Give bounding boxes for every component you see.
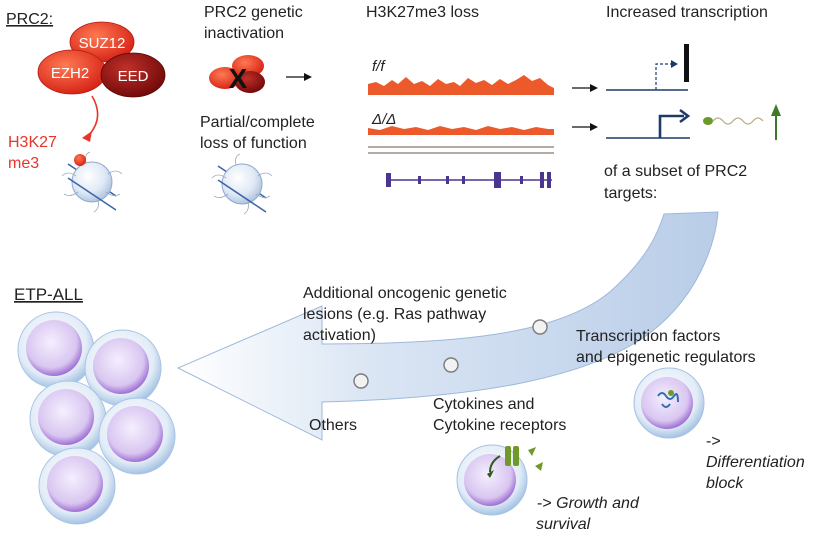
transcription-caption-1: of a subset of PRC2 bbox=[604, 163, 747, 180]
h3k27-label: H3K27 bbox=[8, 134, 57, 151]
lesions-label-3: activation) bbox=[303, 327, 376, 344]
cytokines-label-2: Cytokine receptors bbox=[433, 417, 566, 434]
arrow-to-repressed bbox=[572, 84, 598, 92]
tf-label-2: and epigenetic regulators bbox=[576, 349, 756, 366]
methylation-arrow bbox=[87, 95, 99, 137]
prc2-complex: SUZ12 EZH2 EED bbox=[37, 21, 166, 98]
progression-arrow bbox=[176, 211, 719, 441]
cytokines-label-1: Cytokines and bbox=[433, 396, 534, 413]
nucleosome-icon-unmarked bbox=[211, 153, 273, 215]
arrow-to-loss bbox=[286, 73, 312, 81]
ezh2-label: EZH2 bbox=[51, 65, 89, 82]
inactivation-title-1: PRC2 genetic bbox=[204, 4, 303, 21]
chromatin-icon bbox=[657, 390, 679, 408]
others-label: Others bbox=[309, 417, 357, 434]
loss-title: H3K27me3 loss bbox=[366, 4, 479, 21]
etp-cell-cluster bbox=[17, 311, 176, 525]
prc2-heading: PRC2: bbox=[6, 11, 53, 28]
growth-outcome-1: -> Growth and bbox=[537, 495, 640, 512]
tf-label-1: Transcription factors bbox=[576, 328, 720, 345]
transcription-caption-2: targets: bbox=[604, 185, 657, 202]
me3-label: me3 bbox=[8, 155, 39, 172]
etp-heading: ETP-ALL bbox=[14, 285, 83, 304]
cell-icon bbox=[38, 447, 116, 525]
lesions-label-1: Additional oncogenic genetic bbox=[303, 285, 507, 302]
eed-subunit bbox=[100, 52, 166, 98]
growth-outcome-text: Growth and bbox=[556, 495, 640, 512]
gene-model bbox=[386, 172, 552, 188]
diff-outcome-arrow: -> bbox=[706, 433, 721, 450]
nucleosome-icon bbox=[61, 151, 123, 213]
inactivation-caption-1: Partial/complete bbox=[200, 114, 315, 131]
pathway-dot-cytokines bbox=[443, 357, 459, 373]
arrow-to-active bbox=[572, 123, 598, 131]
up-arrow-icon bbox=[771, 104, 781, 140]
track-ff bbox=[368, 75, 554, 95]
diff-outcome-2: block bbox=[706, 475, 744, 492]
tf-cell bbox=[633, 367, 705, 439]
track-ff-label: f/f bbox=[372, 58, 386, 75]
suz12-label: SUZ12 bbox=[79, 35, 126, 52]
track-dd-label: Δ/Δ bbox=[371, 111, 396, 128]
growth-outcome-2: survival bbox=[536, 516, 591, 533]
cell-icon bbox=[29, 380, 107, 458]
eed-label: EED bbox=[118, 68, 149, 85]
methyl-mark bbox=[74, 154, 86, 166]
pathway-dot-lesions bbox=[532, 319, 548, 335]
active-promoter bbox=[606, 108, 691, 139]
inactivated-prc2: X bbox=[209, 55, 265, 94]
inactivation-title-2: inactivation bbox=[204, 25, 284, 42]
inactivation-caption-2: loss of function bbox=[200, 135, 307, 152]
transcription-title: Increased transcription bbox=[606, 4, 768, 21]
track-dd bbox=[368, 126, 554, 135]
repressed-promoter bbox=[606, 44, 689, 91]
lesions-label-2: lesions (e.g. Ras pathway bbox=[303, 306, 486, 323]
pathway-dot-others bbox=[353, 373, 369, 389]
cell-icon bbox=[98, 397, 176, 475]
receptor-icon bbox=[487, 446, 543, 478]
cell-icon bbox=[17, 311, 95, 389]
inactivation-x-mark: X bbox=[229, 63, 248, 94]
transcript-icon bbox=[703, 117, 764, 125]
diff-outcome-1: Differentiation bbox=[706, 454, 805, 471]
